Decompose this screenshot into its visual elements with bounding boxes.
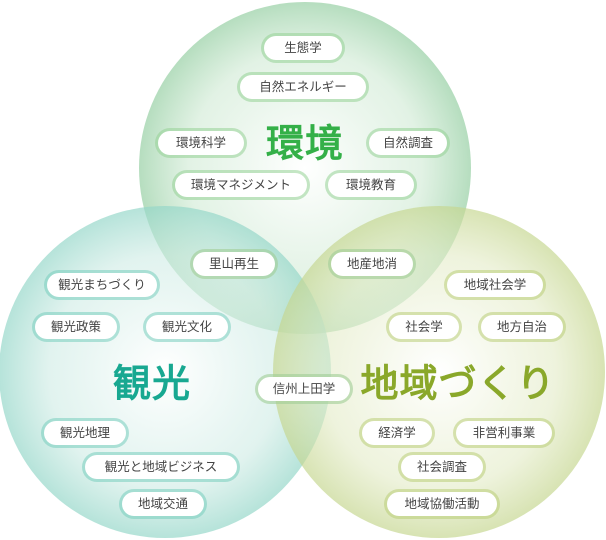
regional-item: 地域社会学 — [447, 273, 543, 297]
overlap-environment-regional: 地産地消 — [331, 252, 413, 276]
environment-item: 生態学 — [264, 36, 342, 60]
tourism-item: 観光地理 — [44, 421, 126, 445]
regional-title: 地域づくり — [360, 361, 556, 406]
tourism-item: 地域交通 — [122, 492, 204, 516]
tourism-title: 観光 — [112, 361, 192, 406]
environment-item: 自然エネルギー — [240, 75, 366, 99]
regional-item: 地域協働活動 — [387, 492, 497, 516]
regional-item: 社会学 — [389, 315, 459, 339]
tourism-item: 観光と地域ビジネス — [85, 455, 237, 479]
environment-title: 環境 — [265, 121, 345, 166]
environment-item: 自然調査 — [369, 131, 447, 155]
environment-item: 環境科学 — [158, 131, 244, 155]
regional-item: 社会調査 — [401, 455, 483, 479]
regional-item: 経済学 — [362, 421, 432, 445]
environment-item: 環境マネジメント — [175, 173, 307, 197]
overlap-environment-tourism: 里山再生 — [193, 252, 275, 276]
tourism-item: 観光政策 — [35, 315, 117, 339]
environment-item: 環境教育 — [328, 173, 414, 197]
tourism-item: 観光文化 — [146, 315, 228, 339]
overlap-tourism-regional: 信州上田学 — [258, 377, 350, 401]
regional-item: 非営利事業 — [456, 421, 552, 445]
regional-item: 地方自治 — [481, 315, 563, 339]
tourism-item: 観光まちづくり — [47, 273, 157, 297]
